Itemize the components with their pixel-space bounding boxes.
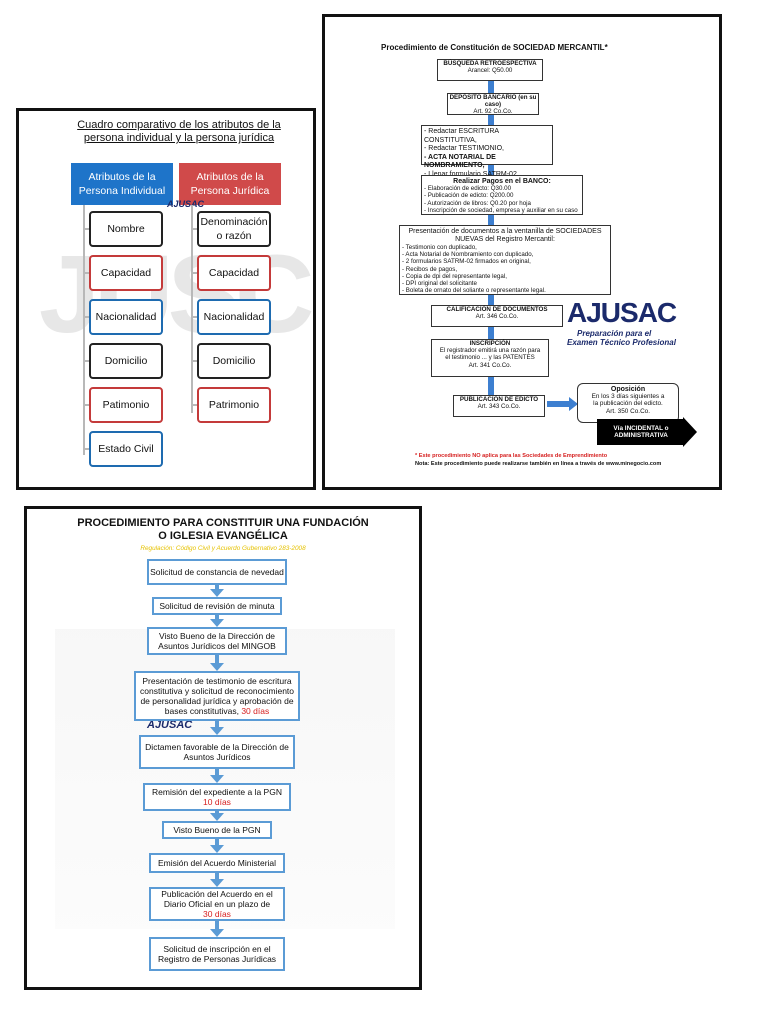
step-text: Solicitud de inscripción en el Registro …: [157, 944, 277, 964]
oposicion-box: Oposición En los 3 días siguientes a la …: [577, 383, 679, 423]
watermark: JUSC: [39, 233, 313, 356]
step-text: Visto Bueno de la Dirección de Asuntos J…: [158, 631, 276, 651]
juridica-attribute: Denominación o razón: [197, 211, 271, 247]
procedure-step: Solicitud de constancia de nevedad: [147, 559, 287, 585]
step-arrow-shaft: [215, 921, 219, 929]
individual-attribute: Nacionalidad: [89, 299, 163, 335]
via-incidental-arrow: Vía INCIDENTAL o ADMINISTRATIVA: [597, 419, 685, 445]
step-arrow-shaft: [215, 655, 219, 663]
procedure-step: Solicitud de inscripción en el Registro …: [149, 937, 285, 971]
procedure-step: Visto Bueno de la Dirección de Asuntos J…: [147, 627, 287, 655]
step-busqueda: BÚSQUEDA RETROESPECTIVA Arancel: Q50.00: [437, 59, 543, 81]
step-calificacion: CALIFICACIÓN DE DOCUMENTOS Art. 346 Co.C…: [431, 305, 563, 327]
header-juridica: Atributos de la Persona Jurídica: [179, 163, 281, 205]
chart-title: Cuadro comparativo de los atributos de l…: [77, 119, 281, 144]
right-arrow-head: [569, 397, 578, 411]
step-arrow-head: [210, 879, 224, 887]
step-arrow-shaft: [215, 721, 219, 727]
individual-attribute: Nombre: [89, 211, 163, 247]
step-text: Dictamen favorable de la Dirección de As…: [145, 742, 289, 762]
step-arrow-shaft: [215, 811, 219, 813]
step-arrow-head: [210, 589, 224, 597]
procedure-step: Dictamen favorable de la Dirección de As…: [139, 735, 295, 769]
connector-individual: [83, 448, 91, 450]
via-arrow-head: [683, 417, 697, 447]
connector-juridica: [191, 404, 199, 406]
step-deposito: DEPÓSITO BANCARIO (en su caso) Art. 92 C…: [447, 93, 539, 115]
fundacion-subtitle: Regulación: Código Civil y Acuerdo Guber…: [140, 545, 306, 552]
connector-individual: [83, 272, 91, 274]
step-arrow-shaft: [215, 615, 219, 619]
note-2: Nota: Este procedimiento puede realizars…: [415, 461, 662, 467]
procedure-step: Visto Bueno de la PGN: [162, 821, 272, 839]
step-arrow-head: [210, 845, 224, 853]
comparison-chart-panel: JUSC Cuadro comparativo de los atributos…: [16, 108, 316, 490]
step-arrow-shaft: [215, 873, 219, 879]
juridica-attribute: Patrimonio: [197, 387, 271, 423]
step-arrow-head: [210, 619, 224, 627]
spine-individual: [83, 205, 85, 455]
individual-attribute: Capacidad: [89, 255, 163, 291]
fundacion-title: PROCEDIMIENTO PARA CONSTITUIR UNA FUNDAC…: [77, 517, 369, 542]
step-arrow-head: [210, 663, 224, 671]
step-arrow-head: [210, 929, 224, 937]
spine-juridica: [191, 205, 193, 413]
step-inscripcion: INSCRIPCIÓN El registrador emitirá una r…: [431, 339, 549, 377]
step-deadline: 10 días: [203, 797, 231, 807]
individual-attribute: Domicilio: [89, 343, 163, 379]
connector-individual: [83, 360, 91, 362]
fundacion-panel: PROCEDIMIENTO PARA CONSTITUIR UNA FUNDAC…: [24, 506, 422, 990]
step-text: Solicitud de revisión de minuta: [159, 601, 275, 611]
procedure-step: Emisión del Acuerdo Ministerial: [149, 853, 285, 873]
step-text: Emisión del Acuerdo Ministerial: [157, 858, 277, 868]
header-individual: Atributos de la Persona Individual: [71, 163, 173, 205]
step-text: Remisión del expediente a la PGN: [152, 787, 282, 797]
step-pagos: Realizar Pagos en el BANCO: - Elaboració…: [421, 175, 583, 215]
sociedad-mercantil-panel: Procedimiento de Constitución de SOCIEDA…: [322, 14, 722, 490]
flow-title: Procedimiento de Constitución de SOCIEDA…: [381, 43, 608, 52]
step-text: Visto Bueno de la PGN: [173, 825, 261, 835]
ajusac-logo: AJUSAC Preparación para el Examen Técnic…: [567, 297, 677, 347]
note-1: * Este procedimiento NO aplica para las …: [415, 453, 608, 459]
step-deadline: 30 días: [241, 706, 270, 716]
juridica-attribute: Capacidad: [197, 255, 271, 291]
step-publicacion: PUBLICACIÓN DE EDICTO Art. 343 Co.Co.: [453, 395, 545, 417]
step-arrow-shaft: [215, 839, 219, 845]
step-presentacion: Presentación de documentos a la ventanil…: [399, 225, 611, 295]
right-arrow-shaft: [547, 401, 571, 407]
connector-juridica: [191, 316, 199, 318]
logo: AJUSAC: [167, 199, 205, 209]
step-text: Publicación del Acuerdo en el Diario Ofi…: [161, 889, 273, 909]
step-redactar: - Redactar ESCRITURA CONSTITUTIVA, - Red…: [421, 125, 553, 178]
connector-juridica: [191, 228, 199, 230]
connector-individual: [83, 228, 91, 230]
connector-individual: [83, 404, 91, 406]
individual-attribute: Patimonio: [89, 387, 163, 423]
connector-juridica: [191, 360, 199, 362]
procedure-step: Solicitud de revisión de minuta: [152, 597, 282, 615]
step-text: Presentación de testimonio de escritura …: [139, 676, 295, 716]
logo: AJUSAC: [147, 719, 193, 731]
step-deadline: 30 días: [203, 909, 231, 919]
procedure-step: Publicación del Acuerdo en el Diario Ofi…: [149, 887, 285, 921]
juridica-attribute: Nacionalidad: [197, 299, 271, 335]
step-arrow-head: [210, 813, 224, 821]
step-text: Solicitud de constancia de nevedad: [150, 567, 284, 577]
step-arrow-shaft: [215, 769, 219, 775]
step-arrow-shaft: [215, 585, 219, 589]
juridica-attribute: Domicilio: [197, 343, 271, 379]
connector-individual: [83, 316, 91, 318]
individual-attribute: Estado Civil: [89, 431, 163, 467]
step-arrow-head: [210, 775, 224, 783]
step-arrow-head: [210, 727, 224, 735]
procedure-step: Presentación de testimonio de escritura …: [134, 671, 300, 721]
connector-juridica: [191, 272, 199, 274]
